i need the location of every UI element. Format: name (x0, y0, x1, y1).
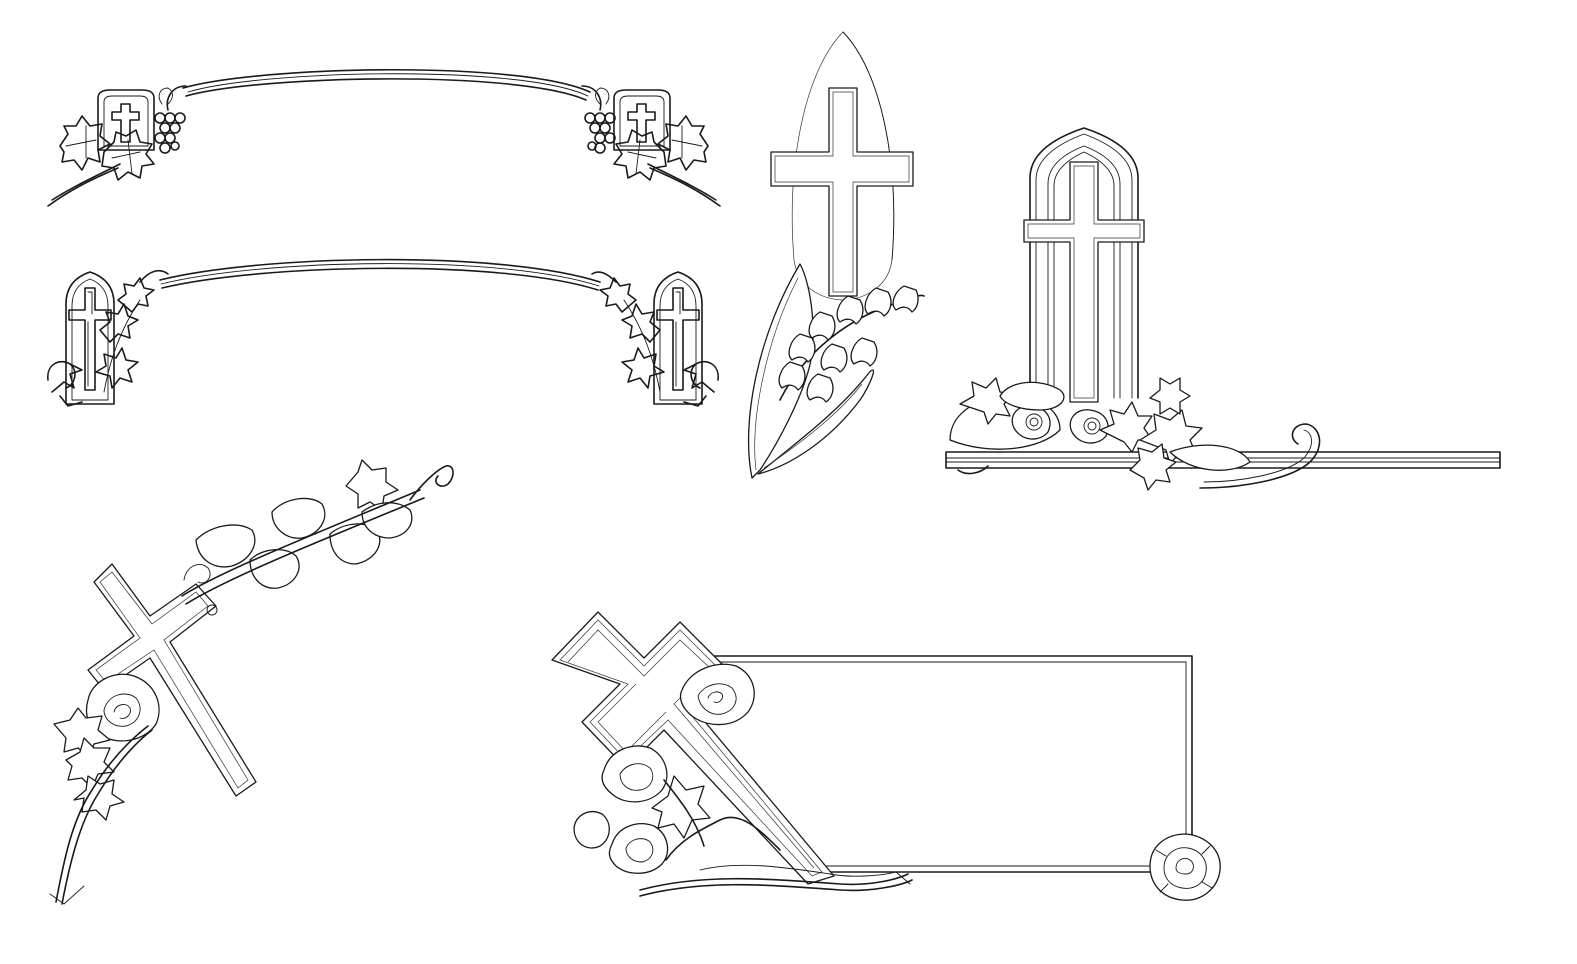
lily-bells (778, 285, 919, 403)
lily-of-the-valley-cross-motif (747, 31, 925, 479)
right-cross-plaque (613, 89, 671, 151)
right-grape-cluster (581, 85, 616, 154)
arch-cross (1023, 161, 1145, 403)
arched-cross-roses-motif (945, 127, 1501, 491)
frame-corner-rose (1149, 833, 1221, 901)
banner-grapevine-cross-motif (47, 68, 721, 207)
diagonal-cross-vine-motif (49, 459, 454, 905)
arch-roses (949, 377, 1321, 491)
left-cross-plaque (97, 89, 155, 151)
right-grape-leaves (613, 115, 721, 207)
left-grape-leaves (47, 115, 155, 207)
right-gothic-cross (591, 271, 719, 407)
diagonal-vine-leaves (181, 459, 454, 616)
cross-frame-motif (551, 611, 1221, 901)
left-gothic-cross (47, 269, 169, 407)
rectangular-frame (699, 655, 1193, 873)
diagonal-rose (49, 673, 160, 905)
banner-ivy-cross-motif (47, 258, 719, 407)
diagonal-cross (87, 563, 257, 797)
lily-cross (770, 87, 914, 297)
frame-cross-flowers (573, 663, 913, 897)
left-grape-cluster (154, 85, 187, 154)
frame-cross (551, 611, 835, 885)
